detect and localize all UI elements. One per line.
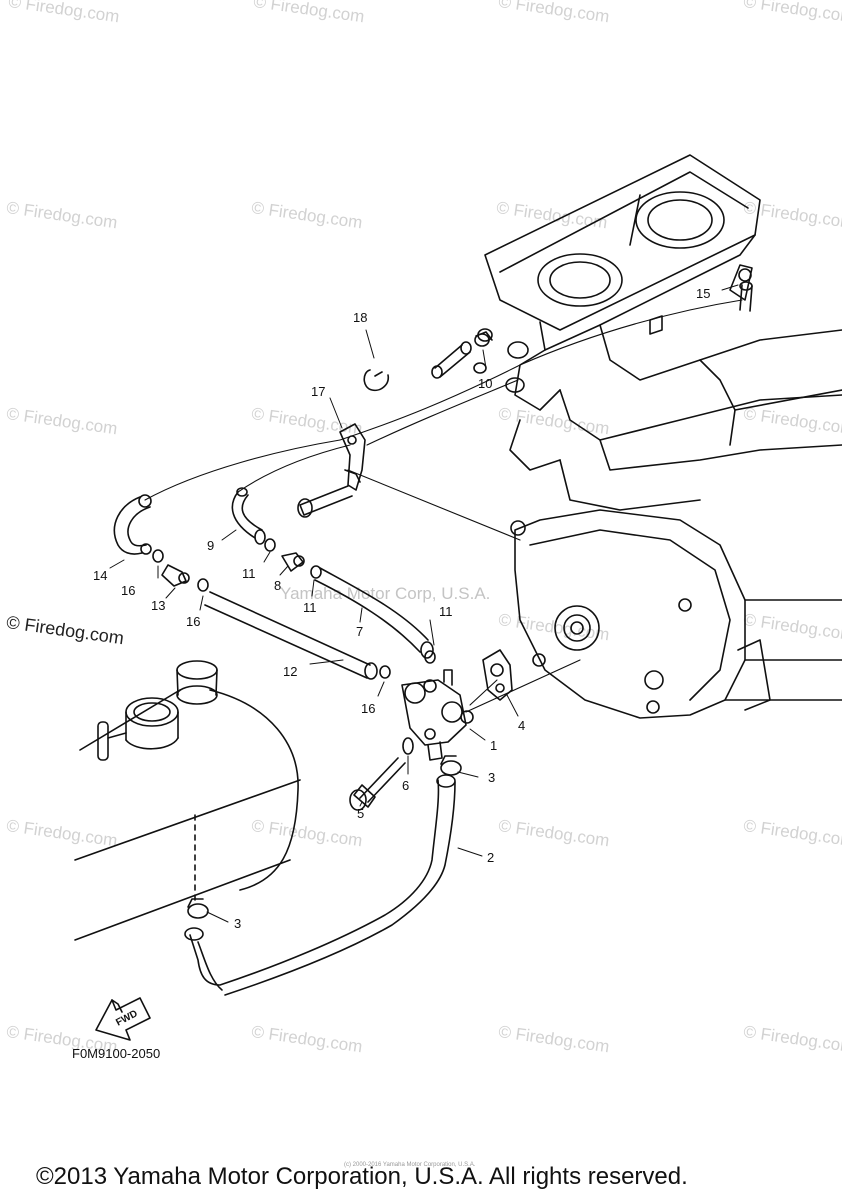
callout-16: 16 — [186, 614, 200, 629]
callout-18: 18 — [353, 310, 367, 325]
callout-16: 16 — [361, 701, 375, 716]
callout-17: 17 — [311, 384, 325, 399]
callout-14: 14 — [93, 568, 107, 583]
callout-13: 13 — [151, 598, 165, 613]
callout-4: 4 — [518, 718, 525, 733]
callout-10: 10 — [478, 376, 492, 391]
hose-10 — [431, 331, 493, 379]
callout-2: 2 — [487, 850, 494, 865]
washer — [402, 737, 414, 755]
fuel-filter — [161, 552, 305, 587]
engine-block — [473, 154, 842, 511]
bracket — [297, 423, 366, 518]
callout-3: 3 — [488, 770, 495, 785]
callout-1: 1 — [490, 738, 497, 753]
gasket — [482, 649, 513, 701]
fuel-cock — [401, 669, 474, 761]
fine-print: (c) 2000-2016 Yamaha Motor Corporation, … — [344, 1162, 476, 1168]
leader-lines — [109, 284, 739, 923]
hose-2 — [184, 774, 456, 996]
callout-9: 9 — [207, 538, 214, 553]
bolt — [349, 757, 406, 811]
hose-14 — [113, 494, 152, 555]
hose-15 — [739, 281, 753, 312]
callout-11: 11 — [242, 566, 256, 581]
callout-15: 15 — [696, 286, 710, 301]
callout-labels: 1 2 3 3 4 5 6 7 8 9 10 11 11 11 12 13 14… — [93, 286, 710, 1029]
hose-clip — [152, 538, 436, 679]
callout-6: 6 — [402, 778, 409, 793]
fuel-tank — [74, 660, 301, 941]
hose-7 — [314, 567, 434, 659]
callout-3: 3 — [234, 916, 241, 931]
hose-12 — [204, 591, 378, 680]
hose-clamp — [187, 755, 462, 919]
callout-11: 11 — [303, 600, 317, 615]
callout-5: 5 — [357, 806, 364, 821]
callout-12: 12 — [283, 664, 297, 679]
copyright-notice: ©2013 Yamaha Motor Corporation, U.S.A. A… — [36, 1163, 688, 1190]
callout-8: 8 — [274, 578, 281, 593]
fwd-arrow-icon — [95, 997, 151, 1041]
hose-9 — [231, 487, 266, 545]
clamp-18 — [363, 369, 390, 392]
callout-11: 11 — [439, 604, 453, 619]
part-number: F0M9100-2050 — [72, 1046, 161, 1061]
routing-lines — [144, 299, 743, 713]
callout-7: 7 — [356, 624, 363, 639]
callout-16: 16 — [121, 583, 135, 598]
crankcase-cover — [510, 509, 842, 719]
